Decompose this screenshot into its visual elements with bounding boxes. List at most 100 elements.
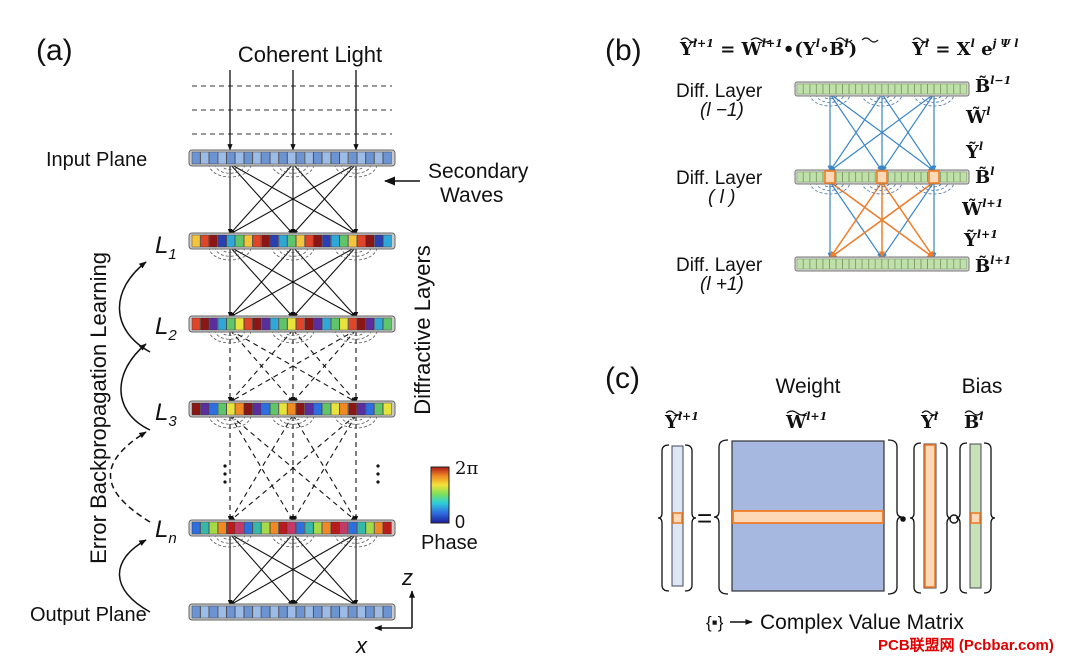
layer-n-bar-cell-9 xyxy=(270,521,279,535)
bias-vector xyxy=(955,442,996,594)
input-plane-bar-cell-8 xyxy=(261,151,270,165)
input-plane-bar-cell-7 xyxy=(252,151,262,165)
input-plane-bar-cell-5 xyxy=(235,151,244,165)
link-highlight-2 xyxy=(881,181,935,259)
layer-3-bar-cell-20 xyxy=(365,402,375,416)
output-plane-bar-cell-14 xyxy=(313,605,323,619)
diff-layer-3-line1: Diff. Layer xyxy=(676,255,763,276)
diff-layer-3-bar-cell-11 xyxy=(868,258,876,270)
panel-c-label: (c) xyxy=(605,362,640,395)
layer-3-bar xyxy=(188,400,396,418)
diff-layer-3-bar-cell-3 xyxy=(816,258,823,270)
b-wavelet-1-1-1 xyxy=(867,181,897,191)
secondary-waves-label-1: Secondary xyxy=(428,160,529,183)
diff-layer-2-bar-cell-1 xyxy=(803,171,810,183)
diff-layer-1-bar-cell-0 xyxy=(796,83,804,95)
layer-3-bar-cell-22 xyxy=(383,402,392,416)
diff-layer-1-bar-cell-12 xyxy=(875,83,882,95)
layer-3-bar-cell-8 xyxy=(261,402,270,416)
input-plane-bar-cell-22 xyxy=(383,151,392,165)
layer-2-bar-cell-2 xyxy=(209,317,218,331)
panel-b-label: (b) xyxy=(605,34,642,67)
w-l-plus-1-symbol: Wl+1 xyxy=(785,410,827,433)
connection-1-2-0 xyxy=(229,163,357,235)
layer-n-bar-cell-13 xyxy=(304,521,314,535)
layer-n-bar-cell-8 xyxy=(261,521,270,535)
y-l-symbol: Yl xyxy=(920,410,938,433)
b-wavelet-0-0-2 xyxy=(809,93,851,107)
layer-1-bar xyxy=(188,232,396,250)
diff-layer-3-bar-cell-21 xyxy=(934,258,941,270)
legend-text: Complex Value Matrix xyxy=(760,611,964,634)
equation-2: Yl = Xl ej Ψ l xyxy=(911,37,1018,60)
layer-n-bar xyxy=(188,519,396,537)
diff-layer-2-bar-cell-17 xyxy=(907,171,915,183)
input-plane-bar-cell-13 xyxy=(304,151,314,165)
input-plane-bar xyxy=(188,149,396,167)
layer-2-bar-cell-4 xyxy=(226,317,236,331)
layer-n-bar-cell-2 xyxy=(209,521,218,535)
layer-1-bar-cell-9 xyxy=(270,234,279,248)
layer-1-bar-cell-19 xyxy=(357,234,366,248)
output-plane-bar-cell-15 xyxy=(322,605,331,619)
input-plane-bar-cell-0 xyxy=(191,151,201,165)
layer-1-bar-cell-12 xyxy=(296,234,305,248)
watermark: PCB联盟网 (Pcbbar.com) xyxy=(878,637,1054,654)
label-y-l-plus-1: Ỹl+1 xyxy=(963,228,998,251)
b-wavelet-0-0-1 xyxy=(815,93,845,103)
layer-1-bar-cell-6 xyxy=(243,234,253,248)
input-plane-bar-cell-19 xyxy=(357,151,366,165)
layer-2-bar-cell-1 xyxy=(200,317,209,331)
wavelet-2-2-2 xyxy=(334,329,378,344)
output-plane-bar-cell-8 xyxy=(261,605,270,619)
diff-layer-3-bar-cell-23 xyxy=(947,258,954,270)
input-plane-label: Input Plane xyxy=(46,149,147,171)
diffractive-layer-bars xyxy=(188,149,396,621)
diff-layer-2-bar-cell-2 xyxy=(809,171,817,183)
input-plane-bar-cell-15 xyxy=(322,151,331,165)
input-plane-bar-cell-4 xyxy=(226,151,236,165)
b-l-symbol: Bl xyxy=(964,410,983,433)
output-plane-label: Output Plane xyxy=(30,604,147,626)
layer-3-bar-cell-12 xyxy=(296,402,305,416)
neuron-connections xyxy=(827,93,937,259)
diff-layer-2-bar-cell-6 xyxy=(836,171,843,183)
diff-layer-1-bar xyxy=(794,81,970,97)
output-plane-bar-cell-6 xyxy=(243,605,253,619)
layer-3-bar-cell-3 xyxy=(217,402,227,416)
phase-colorbar: 2π 0 Phase xyxy=(421,458,478,554)
layer-n-bar-cell-15 xyxy=(322,521,331,535)
diff-layer-3-bar-cell-13 xyxy=(881,258,889,270)
diff-layer-2-bar xyxy=(794,169,970,185)
diff-layer-3-bar-cell-24 xyxy=(953,258,961,270)
layer-2-bar-cell-22 xyxy=(383,317,392,331)
input-plane-bar-cell-9 xyxy=(270,151,279,165)
input-vector-highlight xyxy=(924,444,936,588)
diff-layer-2-bar-cell-7 xyxy=(842,171,850,183)
svg-text:Yl+1 = Wl+1•(Yl∘Bl): Yl+1 = Wl+1•(Yl∘Bl) xyxy=(679,37,857,60)
diff-layer-2-bar-node-1 xyxy=(876,170,888,184)
layer-3-bar-cell-14 xyxy=(313,402,323,416)
layer-2-bar-cell-21 xyxy=(374,317,383,331)
layer-1-bar-cell-5 xyxy=(235,234,244,248)
layer-n-bar-cell-4 xyxy=(226,521,236,535)
output-plane-bar-cell-0 xyxy=(191,605,201,619)
layer-n-bar-cell-16 xyxy=(330,521,340,535)
diff-layer-1-bar-cell-16 xyxy=(901,83,908,95)
layer-n-bar-cell-3 xyxy=(217,521,227,535)
diff-layer-2-bar-cell-9 xyxy=(855,171,863,183)
layer-2-bar-cell-0 xyxy=(191,317,201,331)
equals-sign: = xyxy=(697,503,712,533)
label-w-l-plus-1: W̃l+1 xyxy=(961,197,1003,220)
bias-label: Bias xyxy=(962,375,1003,398)
diff-layer-3-bar-cell-2 xyxy=(809,258,817,270)
legend-brace-symbol: {▪} xyxy=(706,613,724,632)
layer-1-bar-cell-16 xyxy=(330,234,340,248)
diff-layer-2-bar-node-2 xyxy=(928,170,940,184)
diff-layer-3-bar-cell-5 xyxy=(829,258,836,270)
layer-2-bar-cell-3 xyxy=(217,317,227,331)
diff-layer-bars xyxy=(794,81,970,272)
output-plane-bar-cell-19 xyxy=(357,605,366,619)
diff-layer-3-bar-cell-16 xyxy=(901,258,908,270)
